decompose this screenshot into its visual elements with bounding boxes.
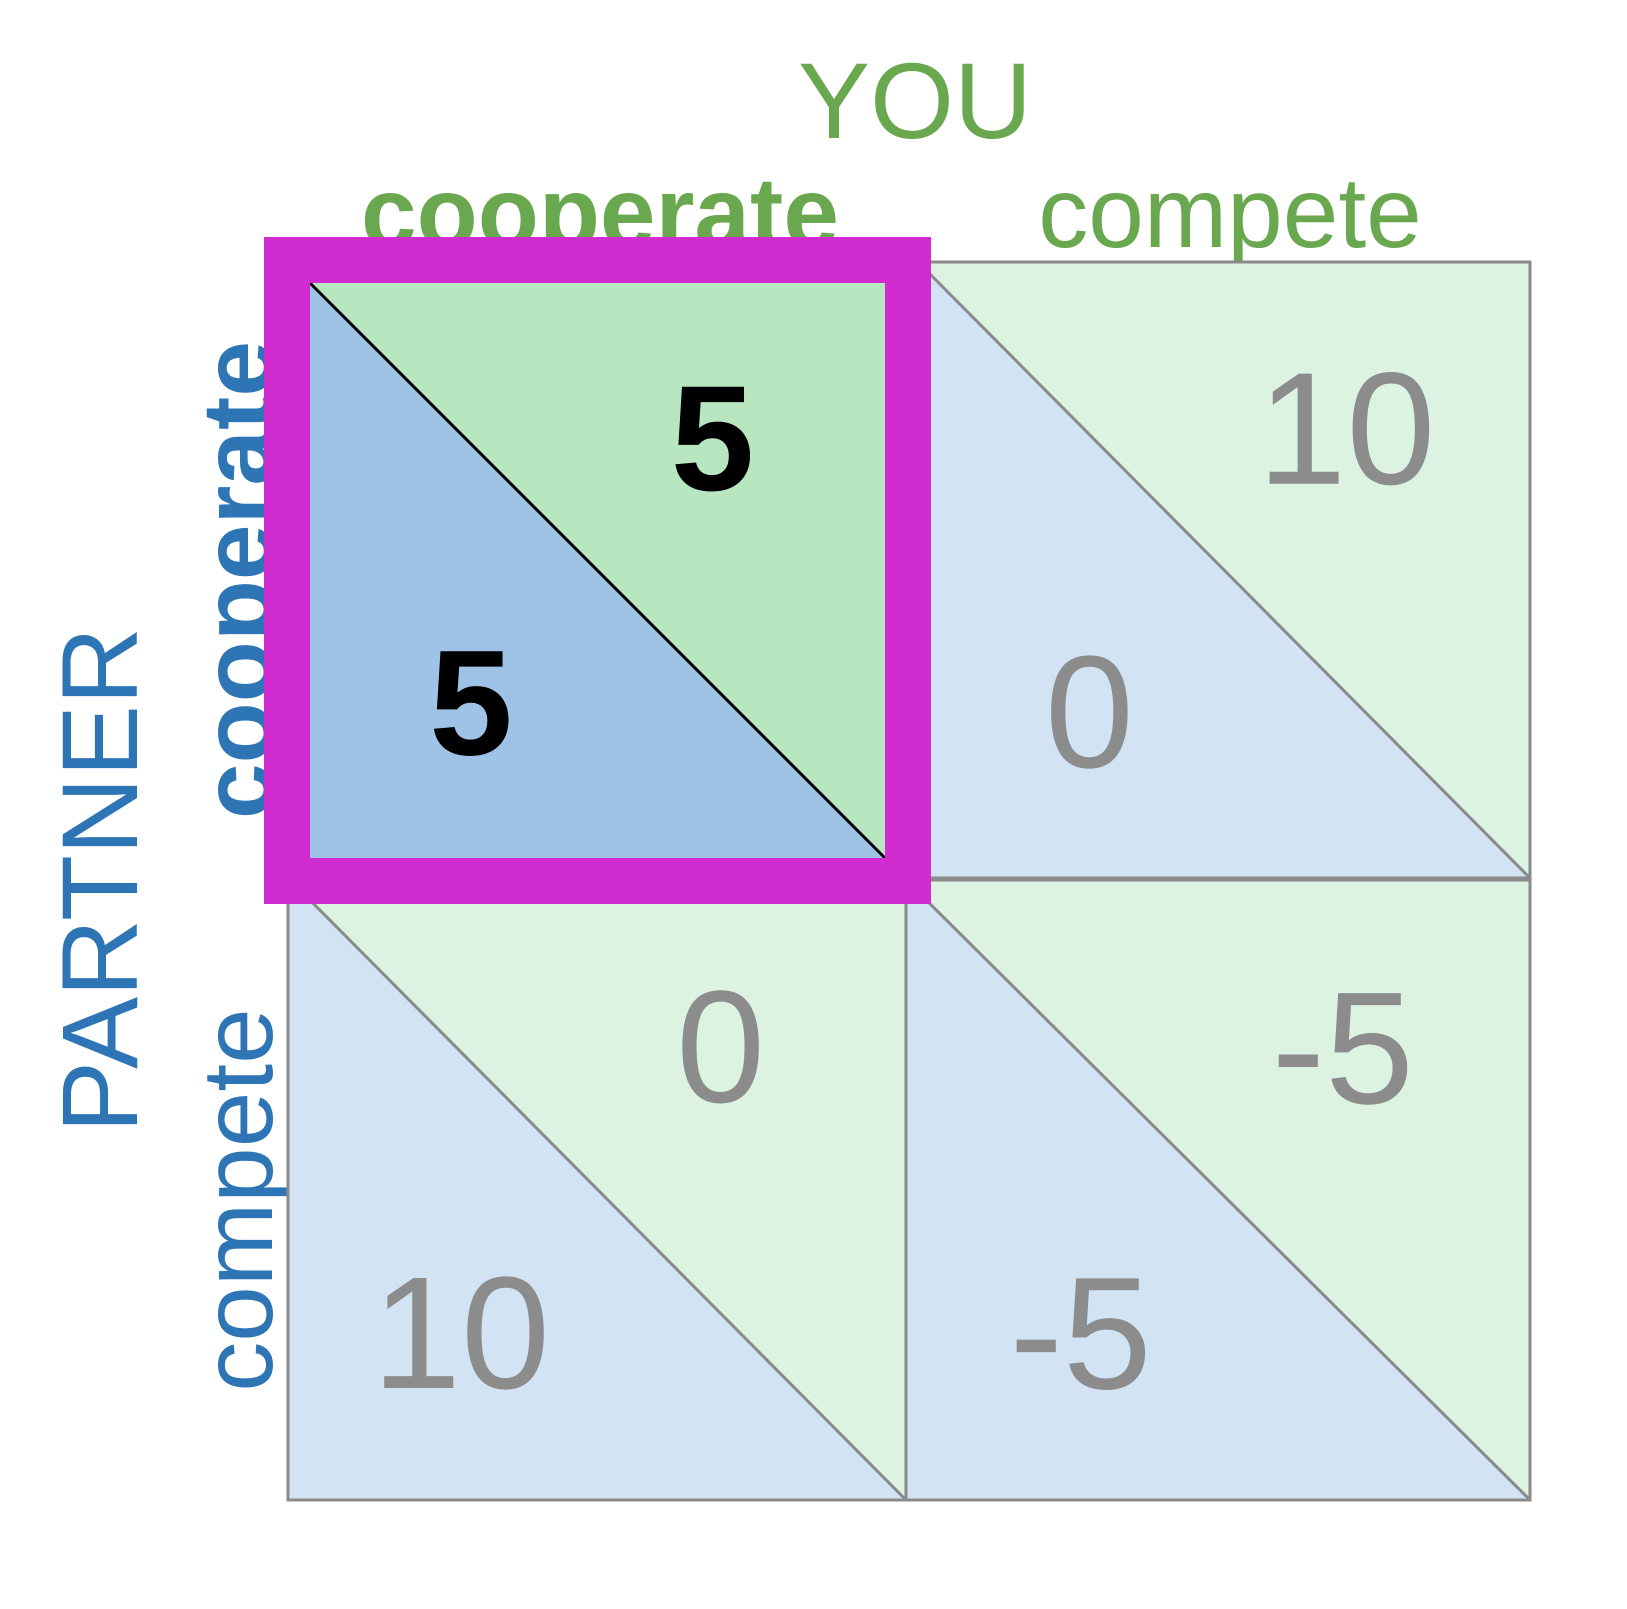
cell-diagonal — [286, 876, 908, 1502]
row-player-label: PARTNER — [39, 627, 160, 1133]
partner-payoff: 5 — [429, 619, 512, 787]
column-strategy-compete: compete — [1038, 157, 1422, 269]
you-payoff: 10 — [1257, 339, 1435, 518]
partner-payoff: 10 — [372, 1243, 550, 1422]
you-payoff: 0 — [676, 957, 765, 1136]
partner-payoff: 0 — [1045, 622, 1134, 801]
partner-payoff: -5 — [1010, 1243, 1152, 1422]
you-payoff: -5 — [1272, 958, 1414, 1137]
cell-compete-compete: -5 -5 — [904, 878, 1532, 1502]
cell-cooperate-compete: 10 0 — [916, 260, 1532, 880]
cell-compete-cooperate: 0 10 — [286, 876, 908, 1502]
cell-cooperate-cooperate: 5 5 — [308, 281, 887, 860]
cell-diagonal — [916, 260, 1532, 880]
row-strategy-compete: compete — [182, 1008, 294, 1392]
you-payoff: 5 — [671, 354, 754, 522]
cell-border — [904, 878, 1532, 1502]
cell-diagonal — [904, 878, 1532, 1502]
column-player-label: YOU — [798, 40, 1032, 161]
selected-outcome-highlight — [264, 237, 931, 904]
cell-diagonal — [308, 281, 887, 860]
